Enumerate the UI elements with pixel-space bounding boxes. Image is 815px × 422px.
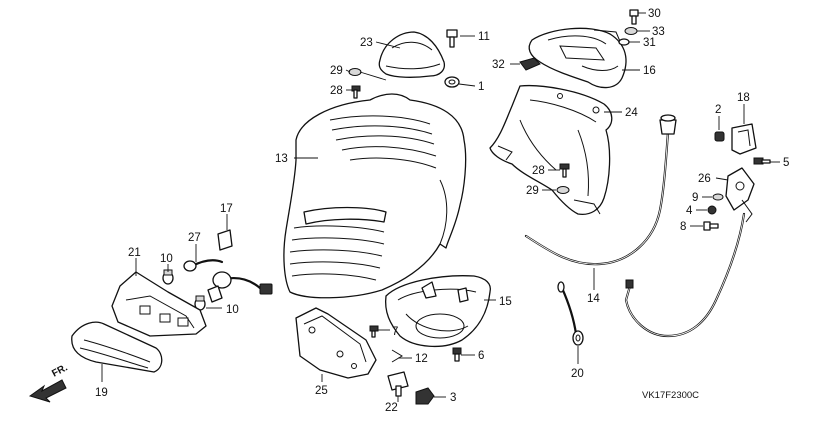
callout-29-lower: 29 (526, 185, 539, 197)
callout-23: 23 (360, 37, 373, 49)
leader-lines (101, 12, 780, 402)
callout-18: 18 (737, 92, 750, 104)
callout-31: 31 (643, 37, 656, 49)
bolt-part-11 (446, 29, 458, 48)
lens-part-19 (71, 321, 163, 373)
callout-1: 1 (478, 81, 484, 93)
callout-4: 4 (686, 205, 693, 217)
callout-3: 3 (450, 392, 456, 404)
callout-22: 22 (385, 402, 398, 414)
callout-10-upper: 10 (160, 253, 173, 265)
bolt-part-30 (629, 9, 639, 25)
direction-label: FR. (50, 362, 70, 379)
tray-part-15 (384, 275, 492, 348)
screw-part-5 (753, 157, 771, 165)
throttle-lever-part-26 (725, 167, 755, 223)
callout-26: 26 (698, 173, 711, 185)
wire-harness-part-27 (183, 259, 273, 303)
washer-part-33 (624, 27, 638, 35)
screw-part-28-lower (559, 163, 570, 178)
callout-13: 13 (275, 153, 288, 165)
callout-33: 33 (652, 26, 665, 38)
mounting-bracket-part-25 (295, 307, 377, 379)
callout-17: 17 (220, 203, 233, 215)
bolt-part-22 (387, 371, 409, 397)
callout-2: 2 (715, 104, 721, 116)
callout-10-lower: 10 (226, 304, 239, 316)
bolt-part-6 (452, 347, 462, 362)
inner-frame-part-24 (489, 84, 613, 216)
callout-24: 24 (625, 107, 638, 119)
nut-part-2 (714, 131, 725, 142)
nut-part-4 (707, 205, 717, 215)
callout-25: 25 (315, 385, 328, 397)
clip-part-32 (519, 57, 541, 71)
front-cover-part-13 (283, 93, 467, 299)
callout-20: 20 (571, 368, 584, 380)
callout-labels: 30 33 31 23 11 29 28 1 32 16 24 2 18 13 … (95, 8, 789, 414)
lamp-housing-part-21 (111, 271, 207, 337)
clip-part-12 (391, 349, 403, 363)
handle-bracket-part-16 (528, 27, 627, 89)
drawing-code: VK17F2300C (642, 390, 699, 401)
washer-part-29-upper (348, 68, 362, 76)
callout-12: 12 (415, 353, 428, 365)
callout-28-lower: 28 (532, 165, 545, 177)
bolt-part-8 (703, 221, 719, 231)
callout-28-upper: 28 (330, 85, 343, 97)
cap-part-18 (731, 123, 757, 155)
bulb-socket-part-17 (217, 229, 233, 251)
screw-part-7 (369, 325, 379, 338)
spring-clip-part-20 (557, 281, 584, 346)
callout-9: 9 (692, 192, 698, 204)
callout-30: 30 (648, 8, 661, 20)
upper-cover-part-23 (378, 31, 446, 78)
callout-11: 11 (478, 31, 490, 43)
callout-7: 7 (392, 326, 398, 338)
front-direction-arrow: FR. (28, 362, 70, 403)
callout-19: 19 (95, 387, 108, 399)
nut-part-31 (618, 38, 630, 46)
callout-27: 27 (188, 232, 201, 244)
nut-part-3 (415, 387, 435, 405)
nut-part-1 (444, 76, 460, 88)
callout-15: 15 (499, 296, 512, 308)
bulb-part-10-upper (162, 269, 174, 285)
callout-21: 21 (128, 247, 141, 259)
callout-8: 8 (680, 221, 686, 233)
callout-5: 5 (783, 157, 789, 169)
washer-part-29-lower (556, 186, 570, 194)
callout-32: 32 (492, 59, 505, 71)
cable-part-14 (524, 114, 746, 338)
callout-16: 16 (643, 65, 656, 77)
callout-14: 14 (587, 293, 600, 305)
callout-29-upper: 29 (330, 65, 343, 77)
washer-part-9 (712, 193, 724, 201)
screw-part-28-upper (351, 85, 361, 99)
callout-6: 6 (478, 350, 484, 362)
